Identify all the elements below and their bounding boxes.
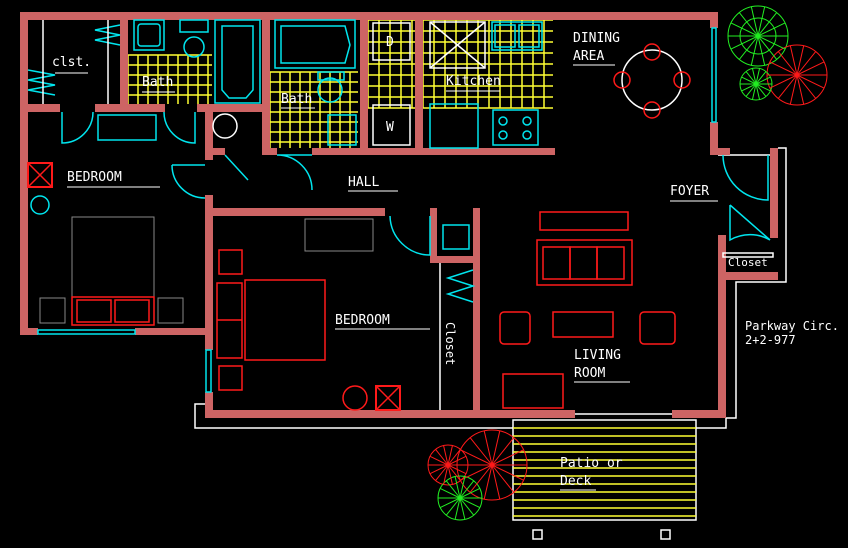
windows	[37, 27, 717, 415]
label-deck: Deck	[560, 474, 591, 489]
exterior-outline	[194, 147, 787, 429]
closet-bifold-doors	[27, 20, 774, 410]
label-area: AREA	[573, 49, 604, 64]
label-bath1: Bath	[142, 75, 173, 90]
post	[660, 529, 671, 540]
walls	[20, 12, 778, 418]
room-labels: clst. Bath Bath Kitchen D W DINING AREA …	[52, 31, 839, 491]
label-kitchen: Kitchen	[446, 74, 501, 89]
kitchen-tiles	[367, 19, 553, 109]
bath1-tiles	[127, 54, 212, 104]
address-line2: 2+2-977	[745, 333, 796, 347]
label-closet-vertical: Closet	[443, 322, 457, 365]
label-bath2: Bath	[281, 92, 312, 107]
patio-deck	[512, 419, 697, 540]
post	[532, 529, 543, 540]
trees	[427, 5, 828, 521]
label-dryer: D	[386, 35, 394, 50]
furniture	[27, 43, 691, 411]
label-closet: clst.	[52, 55, 91, 70]
kitchen-appliances	[372, 21, 543, 149]
label-room: ROOM	[574, 366, 605, 381]
bath2-tiles	[269, 71, 358, 148]
label-dining: DINING	[573, 31, 620, 46]
label-bedroom1: BEDROOM	[67, 170, 122, 185]
label-living: LIVING	[574, 348, 621, 363]
label-washer: W	[386, 120, 394, 135]
label-bedroom2: BEDROOM	[335, 313, 390, 328]
label-foyer: FOYER	[670, 184, 709, 199]
address-line1: Parkway Circ.	[745, 319, 839, 333]
label-patio: Patio or	[560, 456, 623, 471]
label-hall: HALL	[348, 175, 379, 190]
bath-fixtures	[133, 19, 357, 146]
label-closet-foyer: Closet	[728, 256, 768, 269]
doors	[61, 111, 771, 256]
